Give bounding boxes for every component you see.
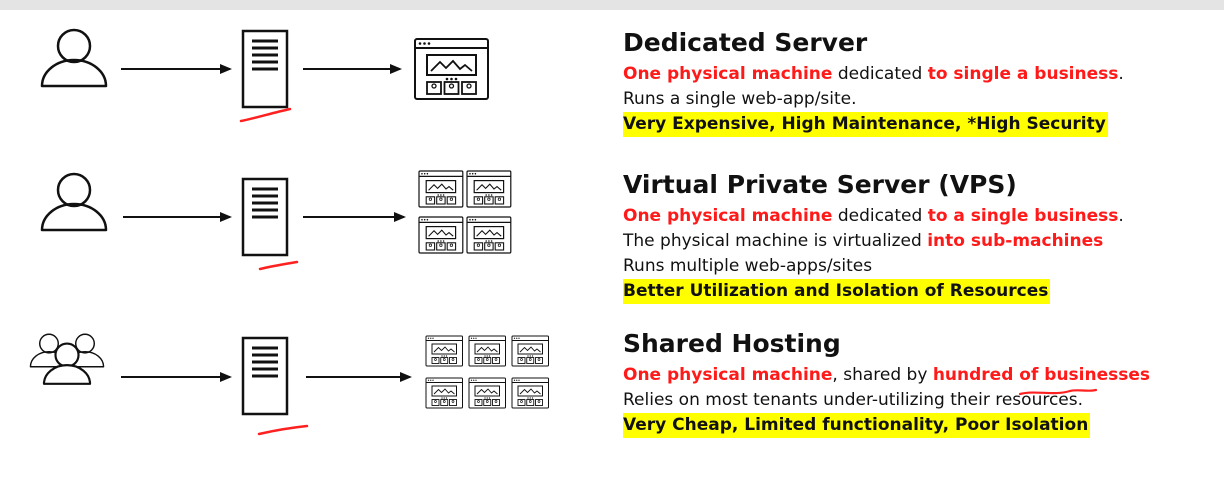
web-app-window-icon <box>511 335 549 367</box>
summary-line: Very Expensive, High Maintenance, *High … <box>623 112 1213 137</box>
plain-text: . <box>1118 64 1124 84</box>
plain-text: The physical machine is virtualized <box>623 231 928 251</box>
description-line: One physical machine, shared by hundred … <box>623 363 1213 396</box>
description-line: The physical machine is virtualized into… <box>623 229 1213 254</box>
top-bar <box>0 0 1224 10</box>
description-line: Runs a single web-app/site. <box>623 89 857 109</box>
description-line: One physical machine dedicated to single… <box>623 62 1213 87</box>
shared-hosting-section: Shared Hosting One physical machine, sha… <box>623 329 1213 438</box>
plain-text: , shared by <box>832 365 933 385</box>
web-app-window-icon <box>468 335 506 367</box>
web-app-window-icon <box>466 170 512 208</box>
emphasis-text: to single a business <box>927 64 1119 84</box>
section-title: Dedicated Server <box>623 28 868 57</box>
web-app-window-icon <box>511 377 549 409</box>
annotation-underline <box>257 424 309 436</box>
emphasis-text: to a single business <box>927 206 1119 226</box>
highlighted-summary: Better Utilization and Isolation of Reso… <box>623 279 1051 304</box>
plain-text: dedicated <box>832 206 928 226</box>
vps-section: Virtual Private Server (VPS) One physica… <box>623 170 1213 304</box>
server-tower-icon <box>241 177 289 257</box>
web-app-window-icon <box>414 38 489 100</box>
hosting-diagram <box>29 28 549 436</box>
summary-line: Very Cheap, Limited functionality, Poor … <box>623 413 1213 438</box>
description-line: Relies on most tenants under-utilizing t… <box>623 390 1084 410</box>
web-app-window-icon <box>466 216 512 254</box>
emphasis-text: hundred of businesses <box>932 365 1151 385</box>
emphasis-text: One physical machine <box>623 206 833 226</box>
web-app-grid <box>425 335 549 409</box>
emphasis-text: One physical machine <box>623 64 833 84</box>
web-app-grid <box>418 170 512 254</box>
emphasis-text: One physical machine <box>623 365 833 385</box>
dedicated-server-section: Dedicated Server One physical machine de… <box>623 28 1213 137</box>
annotation-underline <box>239 107 292 123</box>
annotation-underline <box>258 260 299 271</box>
user-group-icon <box>29 333 105 385</box>
emphasis-text: into sub-machines <box>927 231 1104 251</box>
description-line: Runs multiple web-apps/sites <box>623 256 873 276</box>
highlighted-summary: Very Expensive, High Maintenance, *High … <box>623 112 1108 137</box>
server-tower-icon <box>241 336 289 416</box>
web-app-window-icon <box>418 170 464 208</box>
plain-text: . <box>1118 206 1124 226</box>
web-app-window-icon <box>468 377 506 409</box>
description-line: One physical machine dedicated to a sing… <box>623 204 1213 229</box>
summary-line: Better Utilization and Isolation of Reso… <box>623 279 1213 304</box>
section-title: Virtual Private Server (VPS) <box>623 170 1017 199</box>
server-tower-icon <box>241 29 289 109</box>
section-title: Shared Hosting <box>623 329 841 358</box>
plain-text: dedicated <box>832 64 928 84</box>
highlighted-summary: Very Cheap, Limited functionality, Poor … <box>623 413 1091 438</box>
web-app-window-icon <box>425 335 463 367</box>
web-app-window-icon <box>418 216 464 254</box>
annotation-underline <box>1018 388 1098 396</box>
web-app-window-icon <box>425 377 463 409</box>
user-icon <box>40 28 108 88</box>
user-icon <box>40 172 108 232</box>
